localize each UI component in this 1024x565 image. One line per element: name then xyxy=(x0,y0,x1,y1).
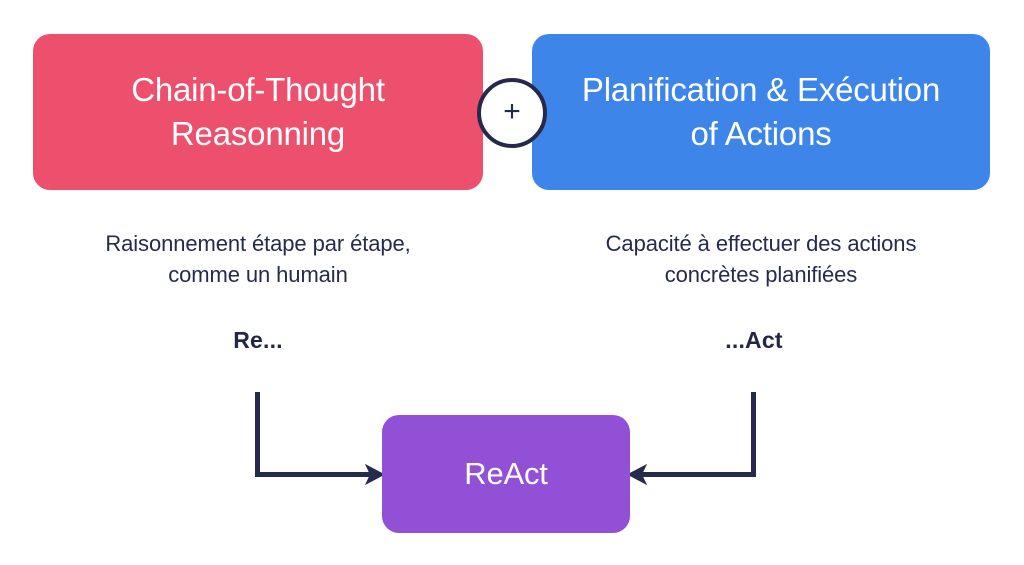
arrow-right-icon xyxy=(255,392,386,486)
concept-box-planning-execution: Planification & Exécution of Actions xyxy=(532,34,990,190)
caption-chain-of-thought: Raisonnement étape par étape, comme un h… xyxy=(105,231,411,287)
plus-symbol: + xyxy=(503,94,521,128)
caption-planning-execution: Capacité à effectuer des actions concrèt… xyxy=(605,231,917,287)
concept-box-planning-execution-title: Planification & Exécution of Actions xyxy=(581,71,941,152)
arrow-left-icon xyxy=(626,392,756,486)
label-re-fragment: Re... xyxy=(233,327,283,353)
concept-box-chain-of-thought-title: Chain-of-Thought Reasonning xyxy=(131,71,385,152)
result-box-react: ReAct xyxy=(382,415,630,533)
plus-icon: + xyxy=(477,78,547,148)
label-act-fragment: ...Act xyxy=(725,327,783,353)
result-box-react-label: ReAct xyxy=(464,456,548,491)
concept-box-chain-of-thought: Chain-of-Thought Reasonning xyxy=(33,34,483,190)
